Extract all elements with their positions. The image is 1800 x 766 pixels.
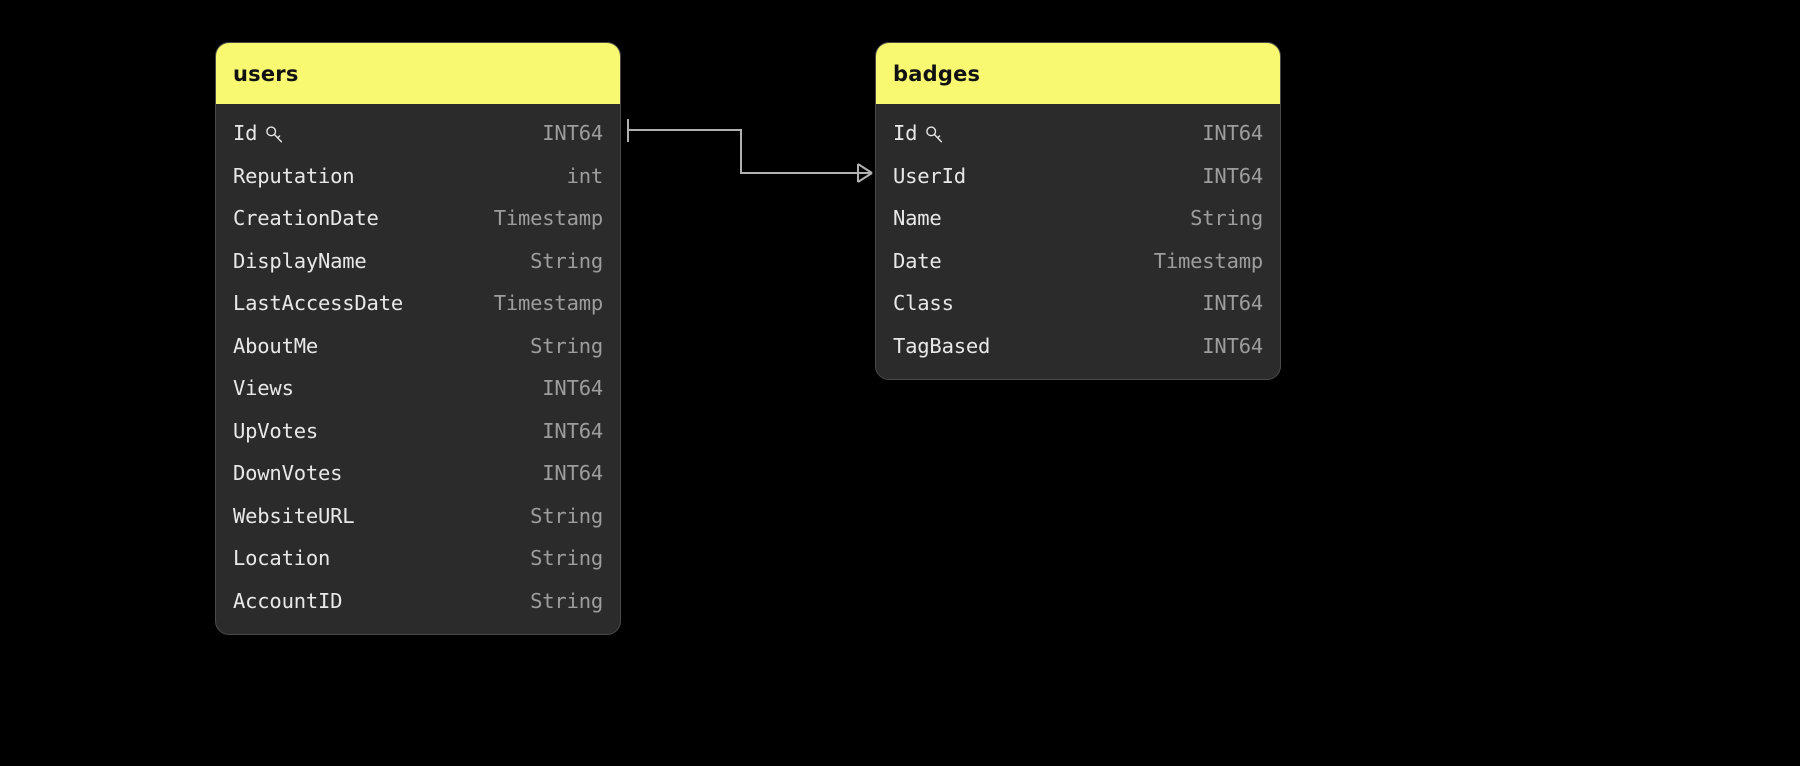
field-name-cell: Views bbox=[233, 376, 294, 400]
field-type-cell: String bbox=[530, 503, 603, 528]
field-type-cell: INT64 bbox=[542, 418, 603, 443]
field-label: Date bbox=[893, 248, 942, 273]
field-label: LastAccessDate bbox=[233, 291, 403, 316]
entity-header-users[interactable]: users bbox=[216, 43, 620, 104]
field-type-cell: INT64 bbox=[1202, 121, 1263, 146]
field-label: UserId bbox=[893, 163, 966, 188]
field-row[interactable]: Name String bbox=[876, 197, 1280, 240]
field-type-cell: int bbox=[566, 163, 604, 188]
field-name-cell: TagBased bbox=[893, 334, 990, 358]
field-type-cell: Timestamp bbox=[493, 291, 603, 316]
field-row[interactable]: Id INT64 bbox=[216, 112, 620, 155]
field-row[interactable]: AccountID String bbox=[216, 580, 620, 623]
field-row[interactable]: DisplayName String bbox=[216, 240, 620, 283]
field-type-cell: INT64 bbox=[542, 121, 603, 146]
field-type-cell: String bbox=[1190, 206, 1263, 231]
field-name-cell: CreationDate bbox=[233, 206, 379, 230]
field-label: AccountID bbox=[233, 588, 343, 613]
field-row[interactable]: Id INT64 bbox=[876, 112, 1280, 155]
field-label: Location bbox=[233, 546, 331, 571]
relationship-line bbox=[628, 129, 872, 174]
field-name-cell: AboutMe bbox=[233, 334, 318, 358]
field-name-cell: Id bbox=[233, 121, 284, 145]
entity-fields-badges: Id INT64 UserId INT64 bbox=[876, 104, 1280, 379]
field-type-cell: INT64 bbox=[1202, 291, 1263, 316]
field-name-cell: Date bbox=[893, 249, 942, 273]
field-row[interactable]: Location String bbox=[216, 537, 620, 580]
entity-card-users[interactable]: users Id INT64 Reputa bbox=[215, 42, 621, 635]
field-row[interactable]: UpVotes INT64 bbox=[216, 410, 620, 453]
field-row[interactable]: TagBased INT64 bbox=[876, 325, 1280, 368]
cardinality-many-marker bbox=[857, 163, 873, 183]
relationship-users-badges bbox=[627, 119, 873, 183]
entity-title-badges: badges bbox=[893, 61, 981, 86]
field-name-cell: DisplayName bbox=[233, 249, 367, 273]
field-row[interactable]: LastAccessDate Timestamp bbox=[216, 282, 620, 325]
field-label: TagBased bbox=[893, 333, 991, 358]
field-label: Reputation bbox=[233, 163, 355, 188]
field-name-cell: Reputation bbox=[233, 163, 355, 188]
field-name-cell: Id bbox=[893, 121, 944, 145]
field-label: Name bbox=[893, 206, 942, 231]
field-label: Id bbox=[893, 121, 918, 146]
field-type-cell: INT64 bbox=[1202, 163, 1263, 188]
field-type-cell: INT64 bbox=[1202, 333, 1263, 358]
field-label: Class bbox=[893, 291, 954, 316]
field-row[interactable]: DownVotes INT64 bbox=[216, 452, 620, 495]
field-row[interactable]: UserId INT64 bbox=[876, 155, 1280, 198]
entity-card-badges[interactable]: badges Id INT64 UserI bbox=[875, 42, 1281, 380]
field-name-cell: LastAccessDate bbox=[233, 291, 403, 315]
field-name-cell: Class bbox=[893, 291, 954, 315]
field-type-cell: INT64 bbox=[542, 376, 603, 401]
entity-header-badges[interactable]: badges bbox=[876, 43, 1280, 104]
field-row[interactable]: Views INT64 bbox=[216, 367, 620, 410]
field-name-cell: Name bbox=[893, 206, 942, 230]
field-row[interactable]: Reputation int bbox=[216, 155, 620, 198]
key-icon bbox=[265, 125, 284, 144]
field-type-cell: String bbox=[530, 588, 603, 613]
field-name-cell: DownVotes bbox=[233, 461, 342, 485]
field-row[interactable]: CreationDate Timestamp bbox=[216, 197, 620, 240]
field-type-cell: Timestamp bbox=[1153, 248, 1263, 273]
field-label: Views bbox=[233, 376, 294, 401]
field-label: Id bbox=[233, 121, 258, 146]
field-type-cell: INT64 bbox=[542, 461, 603, 486]
field-row[interactable]: WebsiteURL String bbox=[216, 495, 620, 538]
field-label: CreationDate bbox=[233, 206, 379, 231]
entity-title-users: users bbox=[233, 61, 299, 86]
field-label: AboutMe bbox=[233, 333, 318, 358]
field-label: DisplayName bbox=[233, 248, 367, 273]
field-label: WebsiteURL bbox=[233, 503, 355, 528]
field-row[interactable]: Date Timestamp bbox=[876, 240, 1280, 283]
entity-fields-users: Id INT64 Reputation int bbox=[216, 104, 620, 634]
field-type-cell: String bbox=[530, 546, 603, 571]
field-name-cell: UpVotes bbox=[233, 419, 318, 443]
field-type-cell: Timestamp bbox=[493, 206, 603, 231]
key-icon bbox=[925, 125, 944, 144]
field-label: UpVotes bbox=[233, 418, 318, 443]
field-name-cell: Location bbox=[233, 546, 330, 570]
field-name-cell: UserId bbox=[893, 164, 966, 188]
field-name-cell: AccountID bbox=[233, 589, 342, 613]
field-row[interactable]: AboutMe String bbox=[216, 325, 620, 368]
field-label: DownVotes bbox=[233, 461, 343, 486]
field-row[interactable]: Class INT64 bbox=[876, 282, 1280, 325]
field-name-cell: WebsiteURL bbox=[233, 503, 355, 528]
field-type-cell: String bbox=[530, 248, 603, 273]
field-type-cell: String bbox=[530, 333, 603, 358]
